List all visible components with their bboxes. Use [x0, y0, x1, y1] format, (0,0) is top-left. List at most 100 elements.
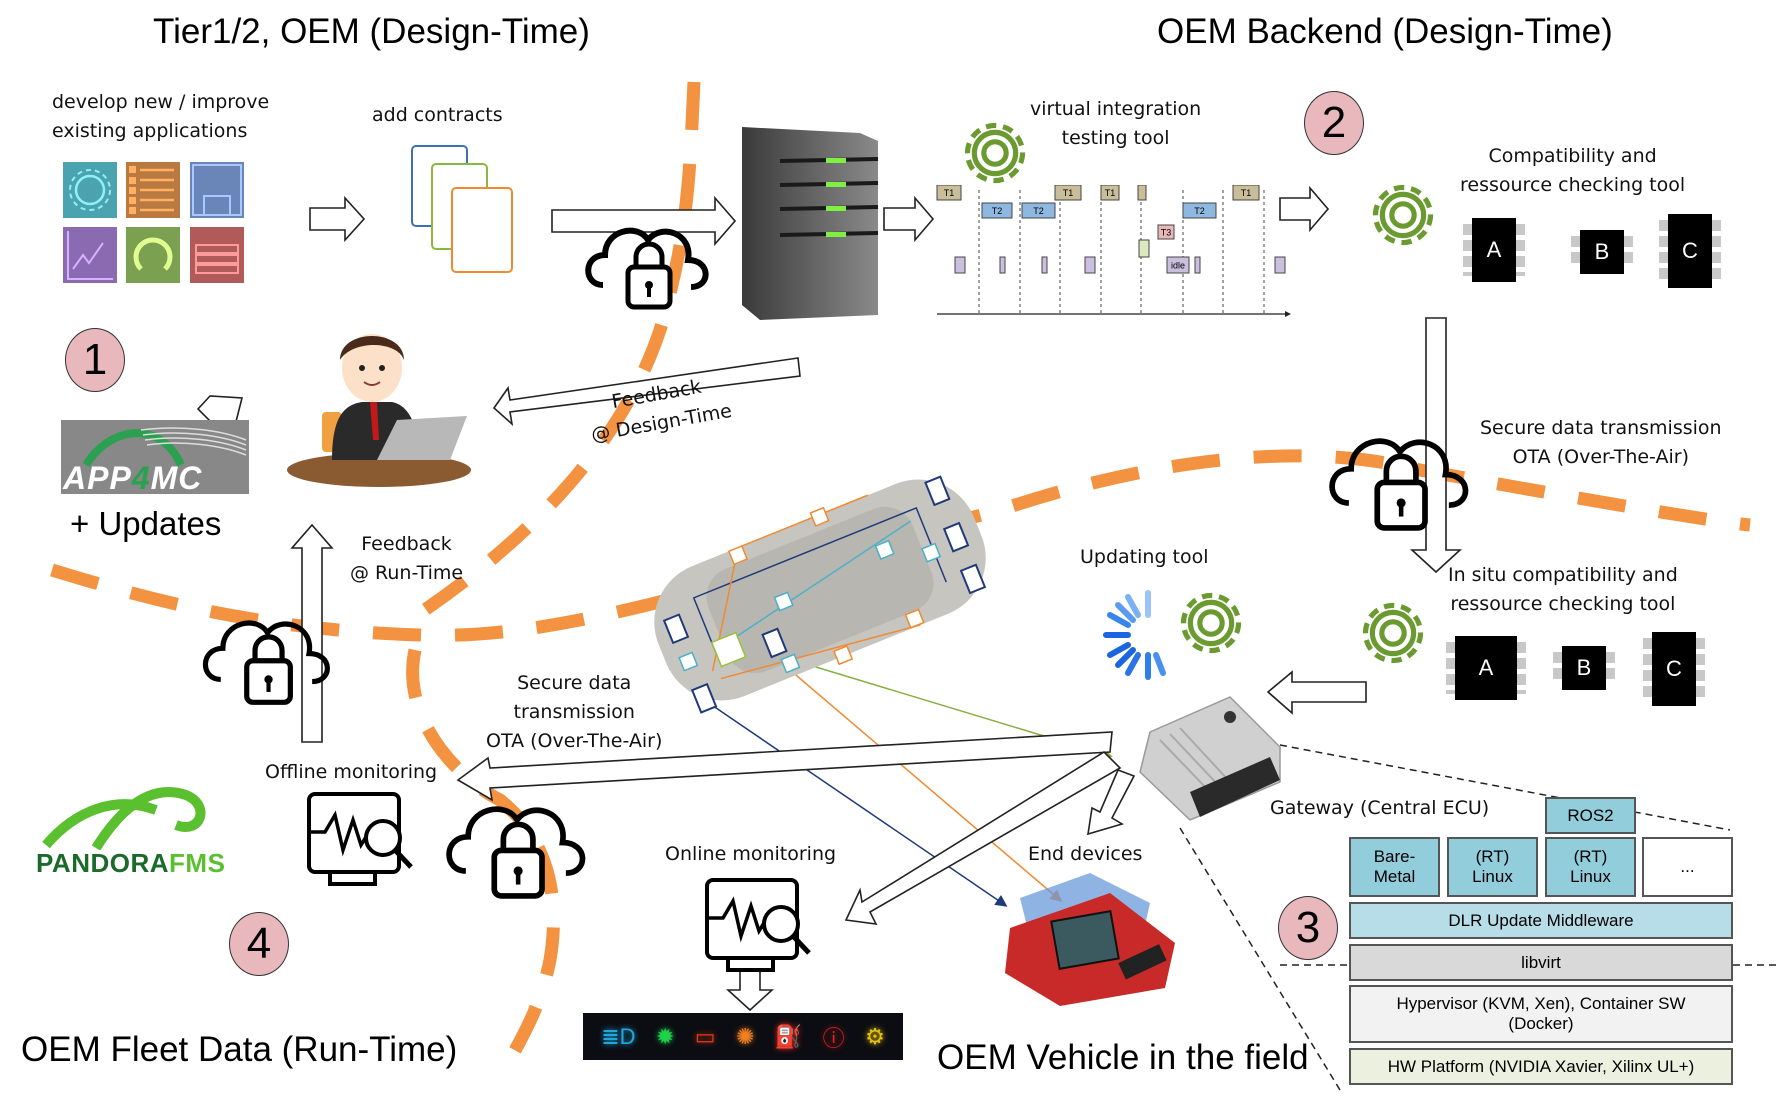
timing-task-bar	[1054, 185, 1082, 201]
timing-task-bar	[1166, 256, 1190, 274]
app4mc-logo: APP4MC	[61, 420, 249, 496]
chart-app-icon	[63, 227, 117, 283]
chip-c-backend: C	[1659, 214, 1721, 288]
timing-marker	[999, 256, 1006, 274]
parking-light-icon: ✹	[655, 1023, 675, 1049]
step-4-badge: 4	[229, 912, 289, 976]
arrow-contracts-to-server	[551, 195, 737, 247]
headlight-icon: ≣D	[601, 1023, 636, 1049]
gateway-ecu-illustration	[1139, 696, 1281, 821]
timing-task-label: T2	[1033, 206, 1044, 216]
gear-icon-updating	[1180, 592, 1242, 654]
arrow-gateway-to-online	[844, 750, 1122, 925]
timing-task-label: idle	[1171, 261, 1185, 271]
feedback-runtime-label: Feedback @ Run-Time	[350, 533, 464, 584]
contracts-label: add contracts	[372, 104, 503, 126]
stack-hypervisor: Hypervisor (KVM, Xen), Container SW (Doc…	[1349, 985, 1733, 1043]
end-device-board	[1005, 873, 1175, 1006]
timing-marker	[954, 256, 966, 274]
arrow-insitu-to-gateway	[1266, 670, 1367, 715]
timing-task-bar	[1137, 185, 1147, 201]
cloud-lock-icon-fleet	[446, 806, 586, 899]
timing-marker	[1084, 256, 1096, 274]
timing-task-label: T1	[944, 188, 955, 198]
contracts-icon	[411, 145, 513, 273]
section-title-backend: OEM Backend (Design-Time)	[1157, 12, 1613, 51]
list-app-icon	[126, 162, 180, 218]
chip-b-in-situ: B	[1553, 646, 1615, 690]
timing-task-bar	[1021, 202, 1056, 219]
step-2-badge: 2	[1304, 91, 1364, 155]
bulb-warning-icon: ✺	[735, 1023, 755, 1049]
step-3-badge: 3	[1278, 896, 1338, 960]
pandora-swoosh-icon	[42, 787, 206, 851]
stack-libvirt: libvirt	[1349, 944, 1733, 981]
chip-b-backend: B	[1571, 230, 1633, 274]
online-monitoring-icon	[705, 878, 811, 972]
zone-boundary-upper-left	[406, 81, 701, 626]
arrow-develop-to-contracts	[309, 195, 366, 243]
app4mc-text-1: APP	[63, 460, 132, 496]
chip-a-backend: A	[1463, 218, 1525, 282]
brake-warning-icon: ⓘ	[822, 1025, 845, 1051]
timing-marker	[1041, 256, 1048, 274]
gear-icon-virtual-testing	[964, 122, 1026, 184]
engine-check-icon: ⚙	[865, 1023, 885, 1049]
timing-task-label: T2	[1194, 206, 1205, 216]
arrow-feedback-design-time	[492, 357, 801, 427]
timing-task-bar	[1157, 224, 1175, 240]
cloud-lock-icon-runtime	[202, 620, 330, 705]
vehicle-central-node	[710, 631, 747, 668]
secure-ota-right-label: Secure data transmission OTA (Over-The-A…	[1480, 417, 1722, 468]
in-situ-label: In situ compatibility and ressource chec…	[1448, 564, 1678, 615]
app4mc-swoosh-icon	[82, 427, 247, 468]
gear-icon-in-situ	[1362, 602, 1424, 664]
timing-task-bar	[981, 202, 1013, 219]
timing-marker	[1274, 256, 1286, 274]
arrow-gateway-to-end-devices	[1087, 768, 1136, 836]
updating-tool-label: Updating tool	[1080, 546, 1209, 568]
dashboard-warning-lights: ≣D ✹ ▭ ✺ ⛽ ⓘ ⚙	[583, 1013, 903, 1060]
stack-hardware: HW Platform (NVIDIA Xavier, Xilinx UL+)	[1349, 1048, 1733, 1085]
gear-icon-compatibility	[1372, 184, 1434, 246]
pandora-text-2: FMS	[169, 848, 226, 878]
secure-ota-center-label: Secure data transmission OTA (Over-The-A…	[486, 672, 663, 752]
stack-ros2: ROS2	[1545, 797, 1636, 834]
timing-task-label: T2	[992, 206, 1003, 216]
stack-callout-lines	[1179, 744, 1779, 1091]
oil-pressure-icon: ⛽	[774, 1023, 803, 1049]
gear-app-icon	[63, 162, 117, 218]
refresh-app-icon	[126, 227, 180, 283]
offline-monitoring-label: Offline monitoring	[265, 761, 438, 783]
timing-task-bar	[1100, 185, 1120, 201]
step-1-badge: 1	[65, 328, 125, 392]
timing-task-bar	[1138, 239, 1150, 258]
stack-middleware: DLR Update Middleware	[1349, 902, 1733, 939]
books-app-icon	[190, 227, 244, 283]
stack-guest-rt-linux-2: (RT) Linux	[1545, 837, 1636, 897]
stack-guest-more: ...	[1642, 837, 1733, 897]
updates-label: + Updates	[70, 505, 222, 542]
loading-spinner-icon	[1103, 590, 1166, 680]
arrow-feedback-runtime	[290, 523, 334, 743]
stack-guest-bare-metal: Bare- Metal	[1349, 837, 1440, 897]
section-title-fleet: OEM Fleet Data (Run-Time)	[21, 1030, 458, 1069]
timing-task-label: T1	[1241, 188, 1252, 198]
pandora-text-1: PANDORA	[36, 848, 170, 878]
end-devices-label: End devices	[1028, 843, 1143, 865]
timing-task-label: T1	[1063, 188, 1074, 198]
arrow-gateway-to-offline	[456, 731, 1113, 802]
cloud-lock-icon-design	[585, 227, 709, 310]
timing-marker	[1194, 256, 1201, 274]
timing-task-label: T1	[1105, 188, 1116, 198]
arrow-testing-to-compat	[1279, 185, 1330, 233]
battery-icon: ▭	[694, 1023, 716, 1049]
timing-task-label: T3	[1161, 228, 1172, 238]
develop-label: develop new / improve existing applicati…	[52, 91, 270, 142]
section-title-vehicle: OEM Vehicle in the field	[937, 1038, 1309, 1077]
offline-monitoring-icon	[307, 792, 413, 886]
save-app-icon	[190, 162, 244, 218]
pandora-fms-logo: PANDORAFMS	[36, 780, 256, 890]
